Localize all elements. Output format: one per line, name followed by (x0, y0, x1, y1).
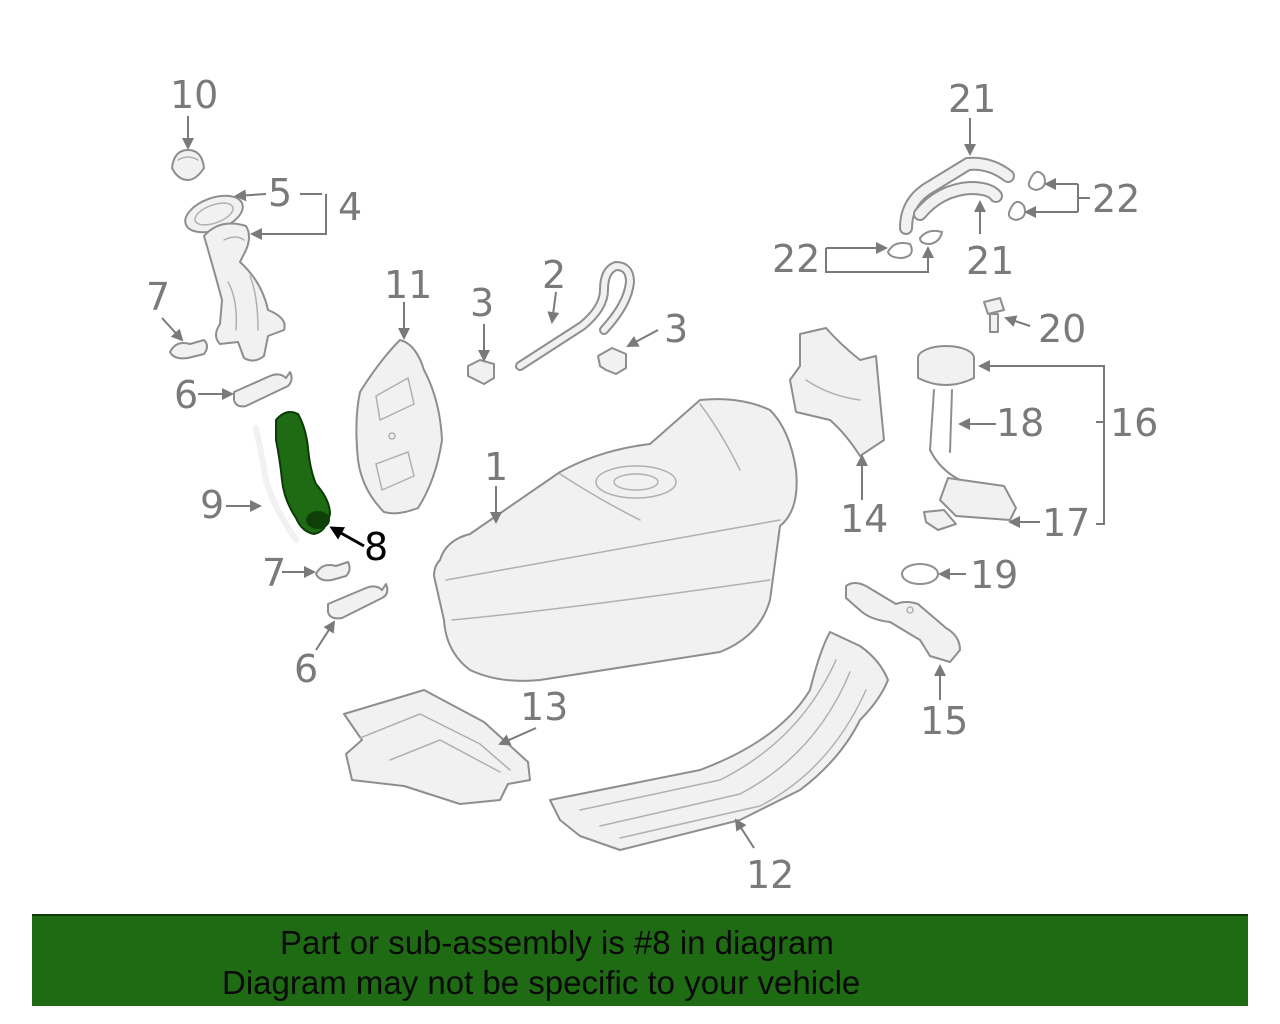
callout-3-right: 3 (664, 307, 688, 351)
callout-22-left: 22 (772, 237, 820, 281)
part-1-fuel-tank (433, 398, 798, 682)
callout-11: 11 (384, 263, 432, 307)
part-15-bracket (845, 582, 961, 663)
callout-21-top: 21 (948, 77, 996, 121)
part-19-o-ring (901, 563, 939, 585)
callout-numbers: 10 5 4 7 6 9 8 7 6 11 3 2 3 1 14 13 12 1… (146, 73, 1158, 897)
callout-5: 5 (268, 171, 292, 215)
part-13-support (343, 689, 531, 805)
part-3-bracket-right (597, 347, 627, 375)
callout-9: 9 (200, 483, 224, 527)
banner-vehicle-disclaimer: Diagram may not be specific to your vehi… (222, 964, 861, 1001)
callout-10: 10 (170, 73, 218, 117)
notice-banner: Part or sub-assembly is #8 in diagram Di… (32, 914, 1248, 1006)
part-9-breather-tube (253, 425, 299, 543)
callout-15: 15 (920, 699, 968, 743)
callout-13: 13 (520, 685, 568, 729)
parts-diagram: 10 5 4 7 6 9 8 7 6 11 3 2 3 1 14 13 12 1… (146, 73, 1158, 897)
callout-6-lower: 6 (294, 647, 318, 691)
callout-19: 19 (970, 553, 1018, 597)
callout-12: 12 (746, 853, 794, 897)
callout-8: 8 (364, 525, 388, 569)
callout-4: 4 (338, 185, 362, 229)
callout-16: 16 (1110, 401, 1158, 445)
part-3-bracket-left (467, 359, 495, 385)
callout-17: 17 (1042, 501, 1090, 545)
part-10-fuel-cap (171, 149, 205, 181)
callout-7-lower: 7 (262, 551, 286, 595)
part-6-clamp-lower (327, 583, 389, 620)
part-7-clamp-lower (315, 561, 351, 582)
part-4-filler-neck (203, 222, 286, 362)
callout-21-bottom: 21 (966, 239, 1014, 283)
part-11-heat-shield (355, 339, 443, 515)
callout-3-left: 3 (470, 281, 494, 325)
callout-18: 18 (996, 401, 1044, 445)
callout-6-upper: 6 (174, 373, 198, 417)
callout-22-right: 22 (1092, 177, 1140, 221)
banner-part-notice: Part or sub-assembly is #8 in diagram (280, 924, 834, 961)
callout-2: 2 (542, 253, 566, 297)
part-2-vent-hose (515, 260, 636, 371)
callout-14: 14 (840, 497, 888, 541)
callout-1: 1 (484, 445, 508, 489)
part-16-fuel-pump-assembly (917, 345, 1017, 531)
part-14-shield (789, 327, 885, 457)
callout-7-upper: 7 (146, 275, 170, 319)
leader-lines (161, 116, 1105, 849)
part-21-hoses (899, 156, 1015, 235)
part-8-filler-hose-highlighted (275, 411, 332, 536)
part-6-clamp-upper (233, 371, 293, 408)
part-20-bolt (983, 297, 1005, 333)
part-7-clamp-upper (169, 339, 208, 360)
callout-20: 20 (1038, 307, 1086, 351)
part-12-skid-plate (549, 631, 889, 851)
